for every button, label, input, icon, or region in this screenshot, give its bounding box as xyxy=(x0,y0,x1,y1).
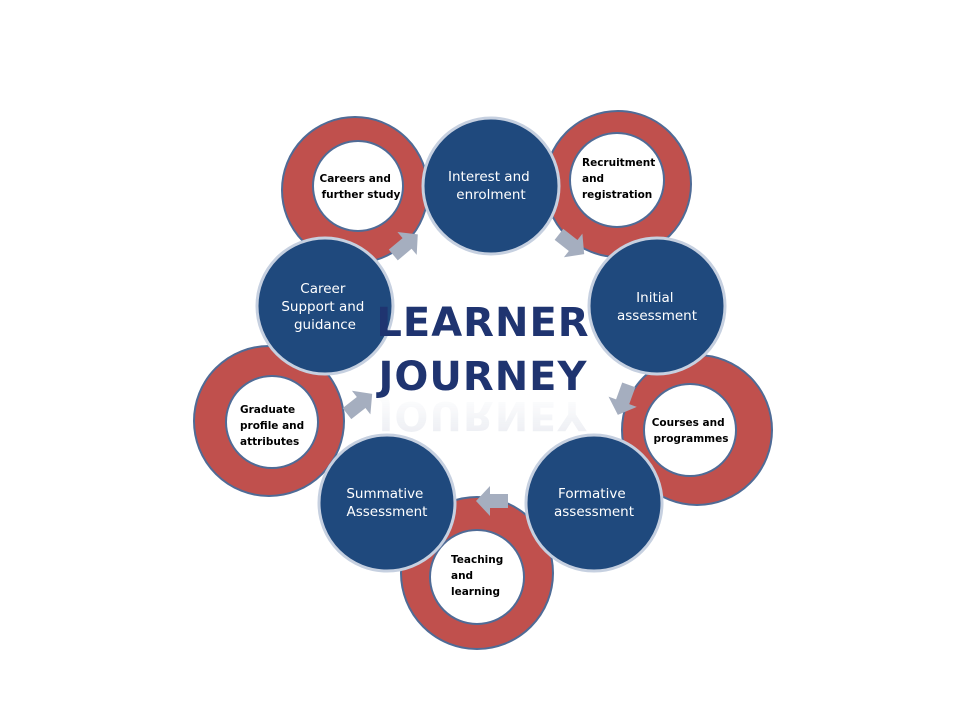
label-summative: Summative Assessment xyxy=(346,486,427,520)
node-career xyxy=(255,236,395,376)
arrow-interest-to-initial-icon xyxy=(554,228,585,258)
main-stage-formative: Formative assessment xyxy=(524,433,664,573)
inner-graduate xyxy=(225,375,319,469)
label-career: Career Support and guidance xyxy=(281,281,368,333)
main-stage-initial: Initial assessment xyxy=(587,236,727,376)
sub-label-courses: Courses and programmes xyxy=(652,417,729,445)
arrow-formative-to-summative-icon xyxy=(476,486,508,516)
sub-label-graduate: Graduate profile and attributes xyxy=(240,404,308,448)
inner-courses xyxy=(643,383,737,477)
sub-label-careers: Careers and further study xyxy=(319,173,400,201)
inner-recruitment xyxy=(569,132,665,228)
sub-stage-careers: Careers and further study xyxy=(281,116,429,264)
label-initial: Initial assessment xyxy=(617,290,697,324)
flow-arrows xyxy=(342,228,637,516)
node-interest xyxy=(421,116,561,256)
label-interest: Interest and enrolment xyxy=(448,169,534,203)
main-stage-interest: Interest and enrolment xyxy=(421,116,561,256)
title-reflection-text: JOURNEY xyxy=(376,392,588,438)
sub-stage-graduate: Graduate profile and attributes xyxy=(193,345,345,497)
main-stage-career: Career Support and guidance xyxy=(255,236,395,376)
node-summative xyxy=(317,433,457,573)
center-title: LEARNER JOURNEY JOURNEY xyxy=(376,300,589,438)
inner-teaching xyxy=(429,529,525,625)
arrow-initial-to-formative-icon xyxy=(608,382,637,415)
title-line-1: LEARNER xyxy=(376,300,589,346)
arrow-summative-to-career-icon xyxy=(342,390,373,420)
inner-careers xyxy=(312,140,404,232)
main-stage-summative: Summative Assessment xyxy=(317,433,457,573)
sub-label-recruitment: Recruitment and registration xyxy=(582,157,659,201)
title-line-2: JOURNEY xyxy=(376,354,588,400)
node-initial xyxy=(587,236,727,376)
arrow-career-to-interest-icon xyxy=(388,231,418,261)
label-formative: Formative assessment xyxy=(554,486,634,520)
title-reflection: JOURNEY xyxy=(376,392,588,438)
node-formative xyxy=(524,433,664,573)
sub-label-teaching: Teaching and learning xyxy=(451,554,507,598)
